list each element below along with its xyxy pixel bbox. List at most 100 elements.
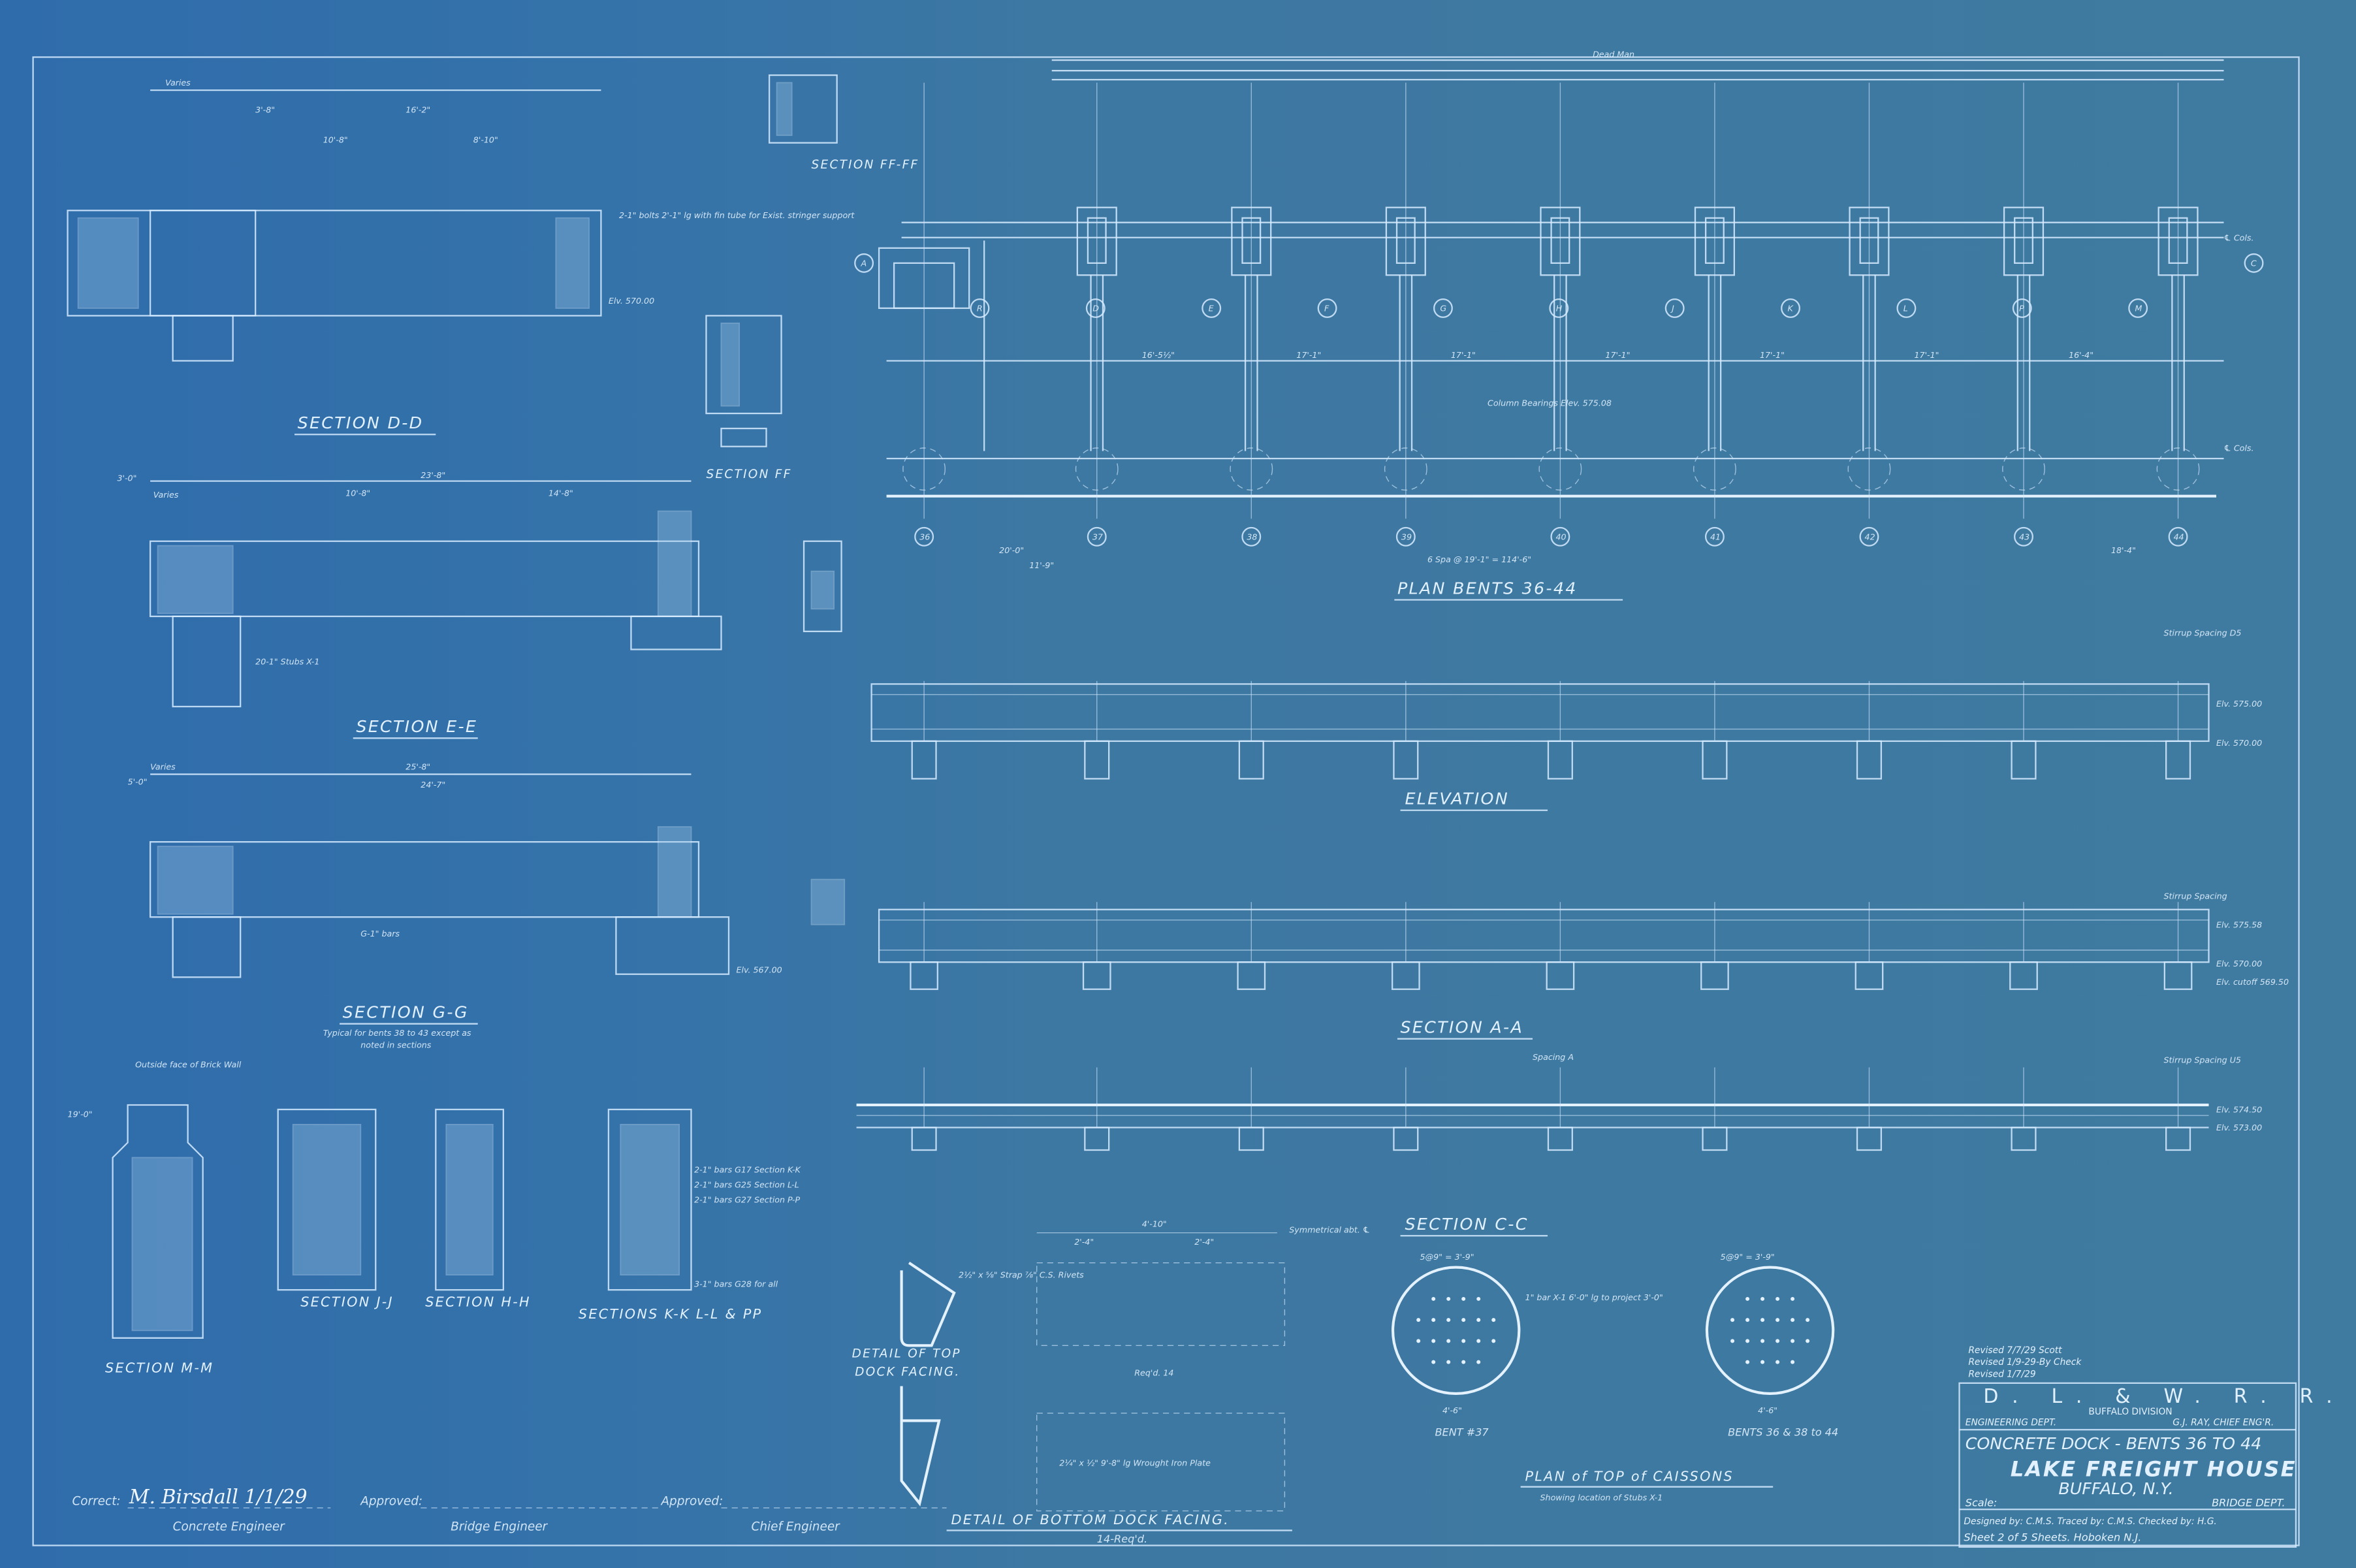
section-mark: R: [977, 304, 983, 313]
section-mark-bubble: [1433, 298, 1453, 318]
stub-dot: [1446, 1360, 1451, 1364]
aa-spacing: Spacing A: [1533, 1052, 1574, 1062]
column-cap: [1694, 206, 1735, 276]
caisson-outline: [2002, 447, 2045, 491]
section-mark: D: [1092, 304, 1099, 313]
pier: [2163, 961, 2193, 990]
span-dimension: 16'-5½": [1142, 350, 1175, 360]
correct-label: Correct:: [72, 1494, 120, 1508]
stub-dot: [1806, 1318, 1810, 1322]
bent-number-bubble: [1241, 526, 1262, 547]
bent-number: 36: [919, 532, 930, 541]
stub-dot: [1806, 1339, 1810, 1343]
caissons-view: SECTION C-C 5@9" = 3'-9" 5@9" = 3'-9" 4'…: [1391, 1215, 1838, 1502]
stub-dot: [1791, 1339, 1795, 1343]
section-mark-bubble: [2128, 298, 2148, 318]
column: [1859, 217, 1879, 264]
dd-dim: 10'-8": [323, 135, 348, 145]
ee-dim: 3'-0": [117, 473, 136, 483]
bent-number: 43: [2019, 532, 2030, 541]
dim-right: 18'-4": [2111, 545, 2136, 555]
pier: [2011, 740, 2037, 780]
section-mm-title: SECTION M-M: [105, 1360, 214, 1376]
bent-number: 42: [1865, 532, 1875, 541]
spacing-note: 6 Spa @ 19'-1" = 114'-6": [1427, 554, 1531, 564]
pier: [1393, 740, 1419, 780]
column-cap: [2157, 206, 2199, 276]
section-mark-bubble: [2244, 253, 2264, 273]
caisson-outline: [1230, 447, 1273, 491]
stub-dot: [1431, 1339, 1436, 1343]
stub-dot: [1461, 1360, 1466, 1364]
section-kk-title: SECTIONS K-K L-L & PP: [579, 1306, 763, 1322]
revision-note: Revised 1/7/29: [1968, 1369, 2035, 1380]
pier: [2165, 1127, 2191, 1151]
pier: [2011, 1127, 2037, 1151]
caisson-bar-note: 1" bar X-1 6'-0" lg to project 3'-0": [1525, 1292, 1663, 1302]
chief-engineer-label: Chief Engineer: [752, 1520, 841, 1533]
section-mark-bubble: [1317, 298, 1337, 318]
pier: [1547, 740, 1573, 780]
pier: [2165, 740, 2191, 780]
caisson-outline: [1384, 447, 1427, 491]
section-dd-title: SECTION D-D: [298, 413, 424, 432]
stub-dot: [1791, 1360, 1795, 1364]
column-cap: [1849, 206, 1890, 276]
span-dimension: 17'-1": [1451, 350, 1476, 360]
top-reqd: Req'd. 14: [1134, 1368, 1173, 1377]
span-dimension: 16'-4": [2069, 350, 2093, 360]
dim-left: 20'-0": [999, 545, 1024, 555]
stub-dot: [1416, 1339, 1421, 1343]
section-hh-title: SECTION H-H: [425, 1294, 531, 1309]
bent-number-bubble: [1859, 526, 1879, 547]
caisson-outline: [2156, 447, 2200, 491]
elevation-stirrup-note: Stirrup Spacing D5: [2163, 628, 2241, 638]
dd-dim: Varies: [165, 78, 191, 88]
project-name: LAKE FREIGHT HOUSE: [2011, 1457, 2297, 1482]
facing-dim: 2'-4": [1194, 1237, 1214, 1247]
bent-number: 44: [2174, 532, 2184, 541]
caisson-outline: [1693, 447, 1736, 491]
kk-bars: 3-1" bars G28 for all: [694, 1279, 778, 1289]
ee-dim: Varies: [153, 490, 179, 500]
railroad-name: D. L. & W. R. R.: [1983, 1385, 2346, 1408]
elevation-view: Elv. 575.00 Elv. 570.00 Stirrup Spacing …: [870, 628, 2262, 811]
pier: [910, 961, 938, 990]
stub-dot: [1476, 1318, 1481, 1322]
caisson-grid-dim: 5@9" = 3'-9": [1420, 1252, 1474, 1262]
bent-number: 41: [1710, 532, 1721, 541]
ee-note: 20-1" Stubs X-1: [255, 656, 319, 666]
span-dimension: 17'-1": [1914, 350, 1939, 360]
lower-elev-1: Elv. 574.50: [2216, 1104, 2262, 1114]
bridge-engineer-label: Bridge Engineer: [451, 1520, 548, 1533]
gg-dim: Varies: [150, 762, 176, 772]
stub-dot: [1461, 1318, 1466, 1322]
section-dd-view: Varies 3'-8" 16'-2" 10'-8" 8'-10" Elv. 5…: [67, 78, 855, 447]
section-ee-title: SECTION E-E: [356, 717, 477, 736]
section-gg-view: 5'-0" Varies 25'-8" 24'-7" Elv. 567.00 G…: [128, 762, 846, 1050]
pier: [911, 1127, 937, 1151]
aa-elev-1: Elv. 575.58: [2216, 920, 2262, 929]
approved-label-2: Approved:: [660, 1494, 723, 1508]
bottom-facing-reqd: 14-Req'd.: [1097, 1533, 1147, 1545]
dd-elev: Elv. 570.00: [609, 296, 654, 306]
bent-number-bubble: [914, 526, 934, 547]
department-name: ENGINEERING DEPT.: [1966, 1417, 2056, 1428]
stub-dot: [1791, 1296, 1795, 1301]
signature-block: Correct: M. Birsdall 1/1/29 Approved: Ap…: [72, 1486, 947, 1533]
span-dimension: 17'-1": [1605, 350, 1630, 360]
sheet-number: Sheet 2 of 5 Sheets. Hoboken N.J.: [1964, 1531, 2141, 1544]
section-ee-view: 3'-0" Varies 10'-8" 23'-8" 14'-8" 20-1" …: [117, 468, 842, 739]
pier: [1856, 1127, 1883, 1151]
stub-dot: [1745, 1339, 1750, 1343]
credits: Designed by: C.M.S. Traced by: C.M.S. Ch…: [1964, 1516, 2216, 1527]
section-mark-bubble: [970, 298, 990, 318]
pier: [1082, 961, 1111, 990]
column-bearings-note: Column Bearings Elev. 575.08: [1488, 398, 1612, 408]
section-mark-bubble: [2012, 298, 2032, 318]
column: [2014, 217, 2033, 264]
kk-bars: 2-1" bars G17 Section K-K: [694, 1165, 801, 1175]
section-mark: F: [1324, 304, 1329, 313]
